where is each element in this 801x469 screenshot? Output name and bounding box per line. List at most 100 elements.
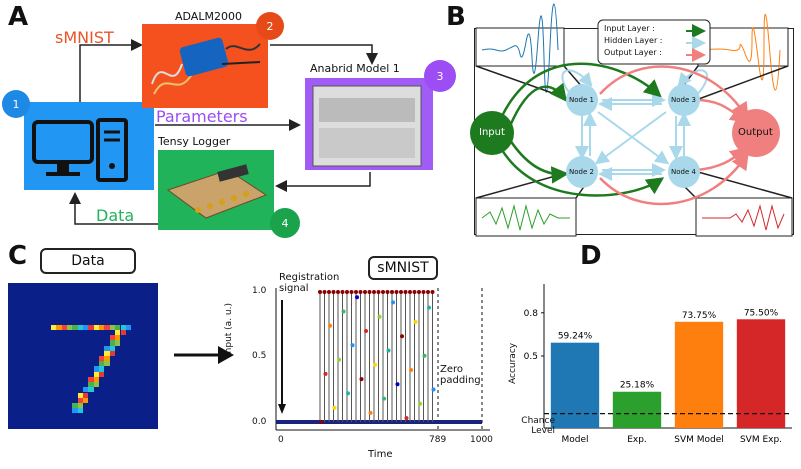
ytick-05: 0.5 bbox=[252, 351, 267, 361]
stem-point bbox=[358, 290, 363, 294]
bar bbox=[674, 321, 724, 428]
digit-pixel bbox=[77, 402, 83, 409]
digit-pixel bbox=[88, 382, 94, 388]
digit-pixel bbox=[83, 387, 89, 393]
data-label: Data bbox=[96, 206, 135, 225]
digit-pixel bbox=[99, 324, 105, 330]
arrow-tensy-to-computer bbox=[69, 192, 160, 225]
stem-point bbox=[368, 410, 373, 415]
stem-point bbox=[323, 371, 328, 376]
parameters-label: Parameters bbox=[156, 107, 248, 126]
node-4-label: Node 4 bbox=[671, 168, 696, 176]
stem-point bbox=[346, 391, 350, 396]
digit-pixel bbox=[83, 392, 89, 398]
category-label: SVM Exp. bbox=[740, 435, 782, 445]
category-label: Exp. bbox=[627, 435, 647, 445]
digit-pixel bbox=[104, 345, 110, 351]
stem-point bbox=[376, 290, 381, 294]
digit-pixel bbox=[72, 402, 78, 409]
panel-letter-b: B bbox=[446, 2, 466, 32]
digit-pixel bbox=[104, 350, 110, 356]
arrow-adalm-to-anabrid bbox=[270, 44, 378, 65]
smnist-label: sMNIST bbox=[55, 28, 114, 47]
node-2-label: Node 2 bbox=[569, 168, 594, 176]
stem-point bbox=[427, 305, 431, 310]
stem-point bbox=[363, 290, 367, 294]
legend-output: Output Layer : bbox=[604, 48, 662, 57]
digit-pixel bbox=[93, 376, 100, 383]
stem-point bbox=[409, 368, 413, 372]
node-4 bbox=[668, 156, 700, 188]
y-tick-label: 0.8 bbox=[524, 309, 539, 319]
digit-pixel bbox=[93, 366, 100, 372]
bar-value-label: 25.18% bbox=[620, 381, 655, 391]
bar bbox=[612, 391, 662, 428]
digit-pixel bbox=[77, 392, 83, 398]
stem-point bbox=[417, 290, 421, 294]
stem-point bbox=[385, 290, 390, 294]
stem-point bbox=[422, 353, 427, 358]
digit-pixel bbox=[66, 324, 73, 330]
digit-pixel bbox=[72, 408, 78, 414]
panel-letter-a: A bbox=[8, 2, 29, 32]
digit-pixel bbox=[115, 329, 121, 336]
bar-value-label: 75.50% bbox=[744, 308, 779, 318]
stem-point bbox=[413, 319, 418, 324]
category-label: Model bbox=[561, 435, 588, 445]
bar bbox=[550, 342, 600, 428]
stem-point bbox=[340, 290, 345, 294]
stem-point bbox=[319, 420, 323, 424]
tensy-title: Tensy Logger bbox=[158, 135, 231, 148]
stem-point bbox=[373, 362, 377, 367]
chance-level-label: Chance Level bbox=[521, 416, 555, 436]
panel-letter-c: C bbox=[8, 241, 28, 271]
xtick-1000: 1000 bbox=[470, 435, 493, 445]
badge-3: 3 bbox=[424, 60, 456, 92]
digit-image bbox=[8, 283, 158, 429]
digit-pixel bbox=[115, 340, 121, 346]
node-3 bbox=[668, 84, 700, 116]
digit-pixel bbox=[115, 335, 121, 341]
stem-point bbox=[328, 323, 332, 328]
digit-pixel bbox=[109, 324, 116, 330]
zero-padding-label: Zero padding bbox=[440, 364, 481, 386]
digit-pixel bbox=[109, 345, 116, 351]
stem-point bbox=[350, 343, 355, 348]
digit-pixel bbox=[125, 324, 132, 330]
output-node-label: Output bbox=[738, 127, 773, 138]
digit-pixel bbox=[104, 324, 110, 330]
digit-pixel bbox=[50, 324, 57, 330]
stem-point bbox=[408, 290, 412, 294]
registration-label: Registration signal bbox=[279, 272, 340, 294]
anabrid-device-image bbox=[312, 85, 422, 167]
digit-pixel bbox=[109, 340, 116, 346]
stem-point bbox=[372, 290, 376, 294]
stem-point bbox=[332, 405, 337, 410]
stem-point bbox=[412, 290, 417, 294]
stem-point bbox=[345, 290, 349, 294]
badge-1: 1 bbox=[2, 90, 30, 118]
digit-pixel bbox=[120, 329, 126, 336]
tensy-device-image bbox=[166, 164, 268, 219]
tensy-box bbox=[158, 150, 274, 230]
digit-pixel bbox=[88, 324, 94, 330]
bar-value-label: 73.75% bbox=[682, 311, 717, 321]
digit-pixel bbox=[99, 356, 105, 362]
stem-point bbox=[395, 382, 400, 387]
digit-pixel bbox=[99, 361, 105, 367]
stem-point bbox=[377, 314, 382, 319]
adalm-box bbox=[142, 24, 268, 108]
legend-hidden: Hidden Layer : bbox=[604, 36, 663, 45]
stem-point bbox=[399, 290, 403, 294]
digit-pixel bbox=[109, 350, 116, 356]
stem-point bbox=[394, 290, 399, 294]
stem-point bbox=[391, 300, 395, 305]
digit-pixel bbox=[61, 324, 67, 330]
stem-point bbox=[349, 290, 354, 294]
stem-point bbox=[327, 290, 331, 294]
network-diagram bbox=[470, 3, 793, 237]
y-tick-label: 0.5 bbox=[524, 352, 538, 362]
stem-point bbox=[418, 401, 422, 406]
accuracy-ylabel: Accuracy bbox=[508, 342, 518, 384]
